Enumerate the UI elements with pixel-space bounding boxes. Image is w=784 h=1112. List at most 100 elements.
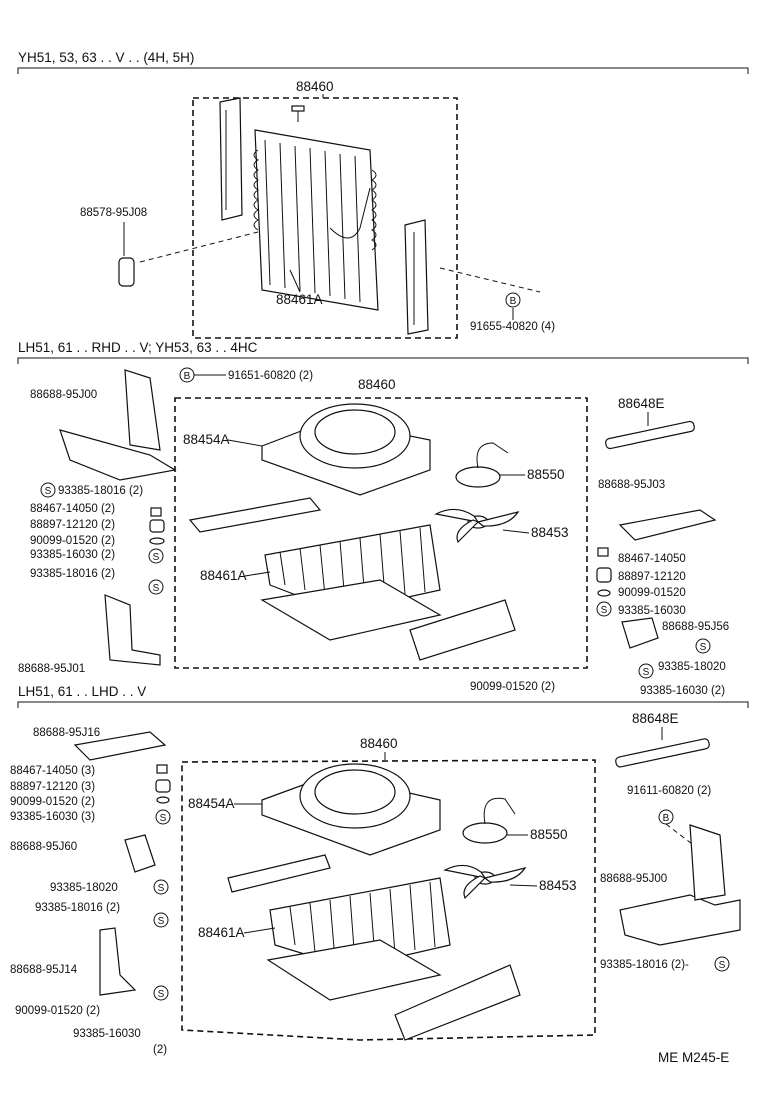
footer-code: ME M245-E <box>658 1050 729 1065</box>
assembly-dashed-box <box>192 97 458 339</box>
svg-text:S: S <box>719 960 726 971</box>
bracket-95J01 <box>104 594 161 666</box>
label-bolt-91611: 91611-60820 (2) <box>627 785 711 797</box>
label-93385-16030-r2: 93385-16030 (2) <box>640 685 725 697</box>
label-90099-01520-r2: 90099-01520 (2) <box>470 681 555 693</box>
label-95J60: 88688-95J60 <box>10 841 77 853</box>
label-88460: 88460 <box>296 79 334 94</box>
lower-bracket-2 <box>409 599 516 661</box>
label-95J14: 88688-95J14 <box>10 964 78 976</box>
label-receiver: 88578-95J08 <box>80 207 147 219</box>
label-95J16: 88688-95J16 <box>33 727 100 739</box>
label-88454A: 88454A <box>183 432 230 447</box>
bolt-marker-b-3: B <box>658 809 674 825</box>
section-3: LH51, 61 . . LHD . . V 88460 88688-95J16… <box>10 684 749 1056</box>
label-88453: 88453 <box>531 525 569 540</box>
label-88648E: 88648E <box>618 396 665 411</box>
label-88897-12120-3: 88897-12120 (3) <box>10 781 95 793</box>
bracket-95J16 <box>73 731 167 761</box>
motor-3 <box>462 822 508 844</box>
section-2: LH51, 61 . . RHD . . V; YH53, 63 . . 4HC… <box>17 340 749 697</box>
motor-2 <box>455 466 501 488</box>
svg-text:S: S <box>643 667 650 678</box>
label-95J03: 88688-95J03 <box>598 479 665 491</box>
label-88550-3: 88550 <box>530 827 568 842</box>
svg-text:S: S <box>160 813 167 824</box>
bracket-rail-2 <box>188 497 322 533</box>
svg-text:S: S <box>153 583 160 594</box>
svg-text:S: S <box>601 605 608 616</box>
label-88550: 88550 <box>527 467 565 482</box>
label-93385-16030-r: 93385-16030 <box>618 605 686 617</box>
label-88461A-2: 88461A <box>200 568 247 583</box>
bolt-marker-b-2: B <box>179 367 195 383</box>
fan-blade-3 <box>443 864 527 900</box>
hose-88648E <box>605 420 695 450</box>
bracket-95J14 <box>99 927 137 996</box>
bracket-95J56 <box>621 617 659 649</box>
label-93385-18020-3: 93385-18020 <box>50 882 118 894</box>
receiver-drier <box>118 257 135 287</box>
label-88897-12120-r: 88897-12120 <box>618 571 686 583</box>
label-95J00-3: 88688-95J00 <box>600 873 667 885</box>
label-88461A: 88461A <box>276 292 323 307</box>
label-88454A-3: 88454A <box>188 796 235 811</box>
label-88467-14050-r: 88467-14050 <box>618 553 686 565</box>
svg-text:B: B <box>184 371 191 382</box>
condenser-drawing <box>219 97 429 335</box>
svg-text:S: S <box>700 642 707 653</box>
bracket-rail-3 <box>227 854 331 893</box>
section-1: YH51, 53, 63 . . V . . (4H, 5H) 88460 <box>17 50 749 339</box>
label-95J01: 88688-95J01 <box>18 663 85 675</box>
label-93385-18016-b: 93385-18016 (2) <box>30 568 115 580</box>
section-3-bracket-line <box>17 701 749 708</box>
label-88648E-3: 88648E <box>632 711 679 726</box>
label-88467-14050: 88467-14050 (2) <box>30 503 115 515</box>
label-88453-3: 88453 <box>539 878 577 893</box>
label-93385-16030: 93385-16030 (2) <box>30 549 115 561</box>
section-3-title: LH51, 61 . . LHD . . V <box>18 684 146 699</box>
section-2-title: LH51, 61 . . RHD . . V; YH53, 63 . . 4HC <box>18 340 258 355</box>
label-93385-18016-3r: 93385-18016 (2)- <box>600 959 689 971</box>
lower-bracket-3 <box>394 964 521 1041</box>
label-88460-3: 88460 <box>360 736 398 751</box>
label-90099-01520-3b: 90099-01520 (2) <box>15 1005 100 1017</box>
label-88897-12120: 88897-12120 (2) <box>30 519 115 531</box>
svg-text:S: S <box>158 989 165 1000</box>
svg-text:S: S <box>158 883 165 894</box>
svg-text:S: S <box>45 486 52 497</box>
bracket-95J00-3 <box>619 894 741 946</box>
label-88467-14050-3: 88467-14050 (3) <box>10 765 95 777</box>
label-93385-18016-3: 93385-18016 (2) <box>35 902 120 914</box>
svg-text:S: S <box>158 916 165 927</box>
label-95J56: 88688-95J56 <box>662 621 729 633</box>
section-1-bracket-line <box>17 67 749 74</box>
label-90099-01520-r: 90099-01520 <box>618 587 686 599</box>
hose-88648E-3 <box>615 738 710 768</box>
label-bolt-91651: 91651-60820 (2) <box>228 370 313 382</box>
fan-blade-2 <box>434 508 520 544</box>
section-1-title: YH51, 53, 63 . . V . . (4H, 5H) <box>18 50 194 65</box>
svg-text:S: S <box>153 552 160 563</box>
label-93385-16030-3b: 93385-16030 <box>73 1028 141 1040</box>
label-93385-18020-r: 93385-18020 <box>658 661 726 673</box>
bracket-95J60 <box>124 834 156 873</box>
label-bolt-91655: 91655-40820 (4) <box>470 321 555 333</box>
screw-marker-1: S <box>40 482 56 498</box>
label-88461A-3: 88461A <box>198 925 245 940</box>
svg-text:B: B <box>510 296 517 307</box>
section-2-bracket-line <box>17 357 749 364</box>
assembly-dashed-box-2 <box>174 397 588 669</box>
svg-text:B: B <box>663 813 670 824</box>
bracket-95J00 <box>59 429 177 481</box>
label-93385-18016-a: 93385-18016 (2) <box>58 485 143 497</box>
label-88460-2: 88460 <box>358 377 396 392</box>
label-90099-01520-3: 90099-01520 (2) <box>10 796 95 808</box>
label-90099-01520: 90099-01520 (2) <box>30 535 115 547</box>
label-95J00: 88688-95J00 <box>30 389 97 401</box>
bolt-marker-b: B <box>505 292 521 308</box>
label-93385-16030-3: 93385-16030 (3) <box>10 811 95 823</box>
bracket-95J03 <box>618 509 717 541</box>
assembly-dashed-box-3 <box>181 759 596 1041</box>
